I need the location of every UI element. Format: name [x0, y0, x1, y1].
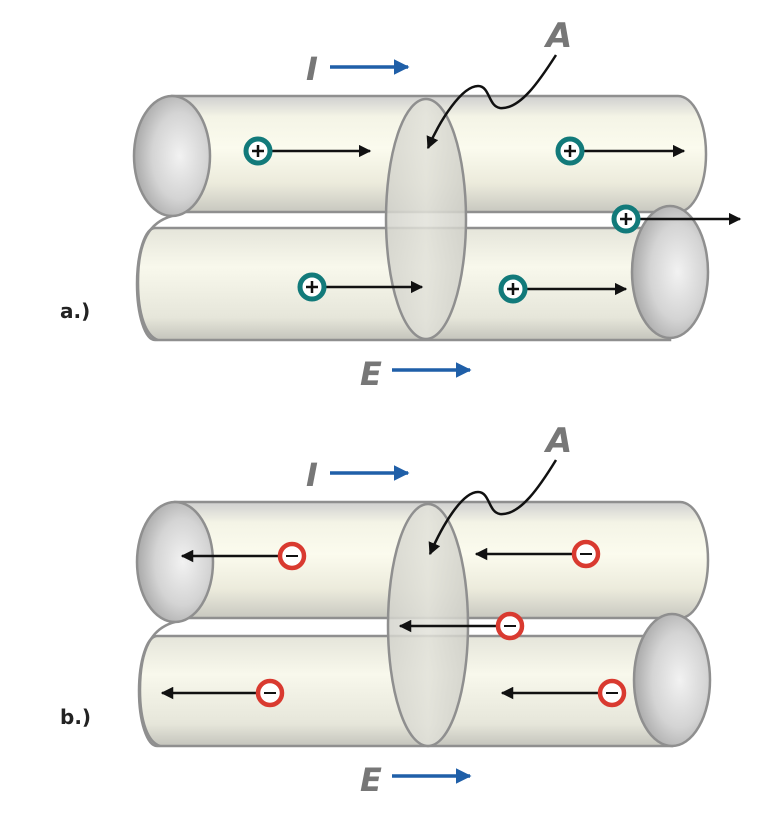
- negative-charge: [474, 539, 601, 569]
- area-pointer-b: [428, 459, 558, 556]
- positive-charge: [555, 136, 686, 166]
- panel-b: I A E b.): [60, 421, 712, 799]
- current-label-b: I: [306, 456, 318, 494]
- wire-b-left-opening: [135, 500, 215, 624]
- wire-b-lower-left-edge: [138, 620, 176, 748]
- wire-b: [135, 500, 712, 748]
- current-label-a: I: [306, 50, 318, 88]
- panel-label-a: a.): [60, 299, 90, 323]
- field-label-a: E: [360, 355, 382, 393]
- panel-a: I A E a.): [60, 16, 742, 393]
- cross-section-a: [384, 97, 468, 341]
- panel-label-b: b.): [60, 705, 91, 729]
- wire-a: [132, 94, 710, 342]
- area-label-b: A: [543, 421, 572, 461]
- negative-charge: [160, 678, 285, 708]
- positive-charge: [243, 136, 372, 166]
- positive-charge: [611, 204, 742, 234]
- area-pointer-a: [426, 54, 558, 150]
- wire-b-right-opening: [632, 612, 712, 748]
- negative-charge: [500, 678, 627, 708]
- negative-charge: [180, 541, 307, 571]
- positive-charge: [498, 274, 628, 304]
- wire-a-left-opening: [132, 94, 212, 218]
- wire-a-right-opening: [630, 204, 710, 340]
- area-label-a: A: [543, 16, 572, 56]
- negative-charge: [398, 611, 525, 641]
- wire-a-lower-left-edge: [136, 214, 173, 342]
- positive-charge: [297, 272, 424, 302]
- field-label-b: E: [360, 761, 382, 799]
